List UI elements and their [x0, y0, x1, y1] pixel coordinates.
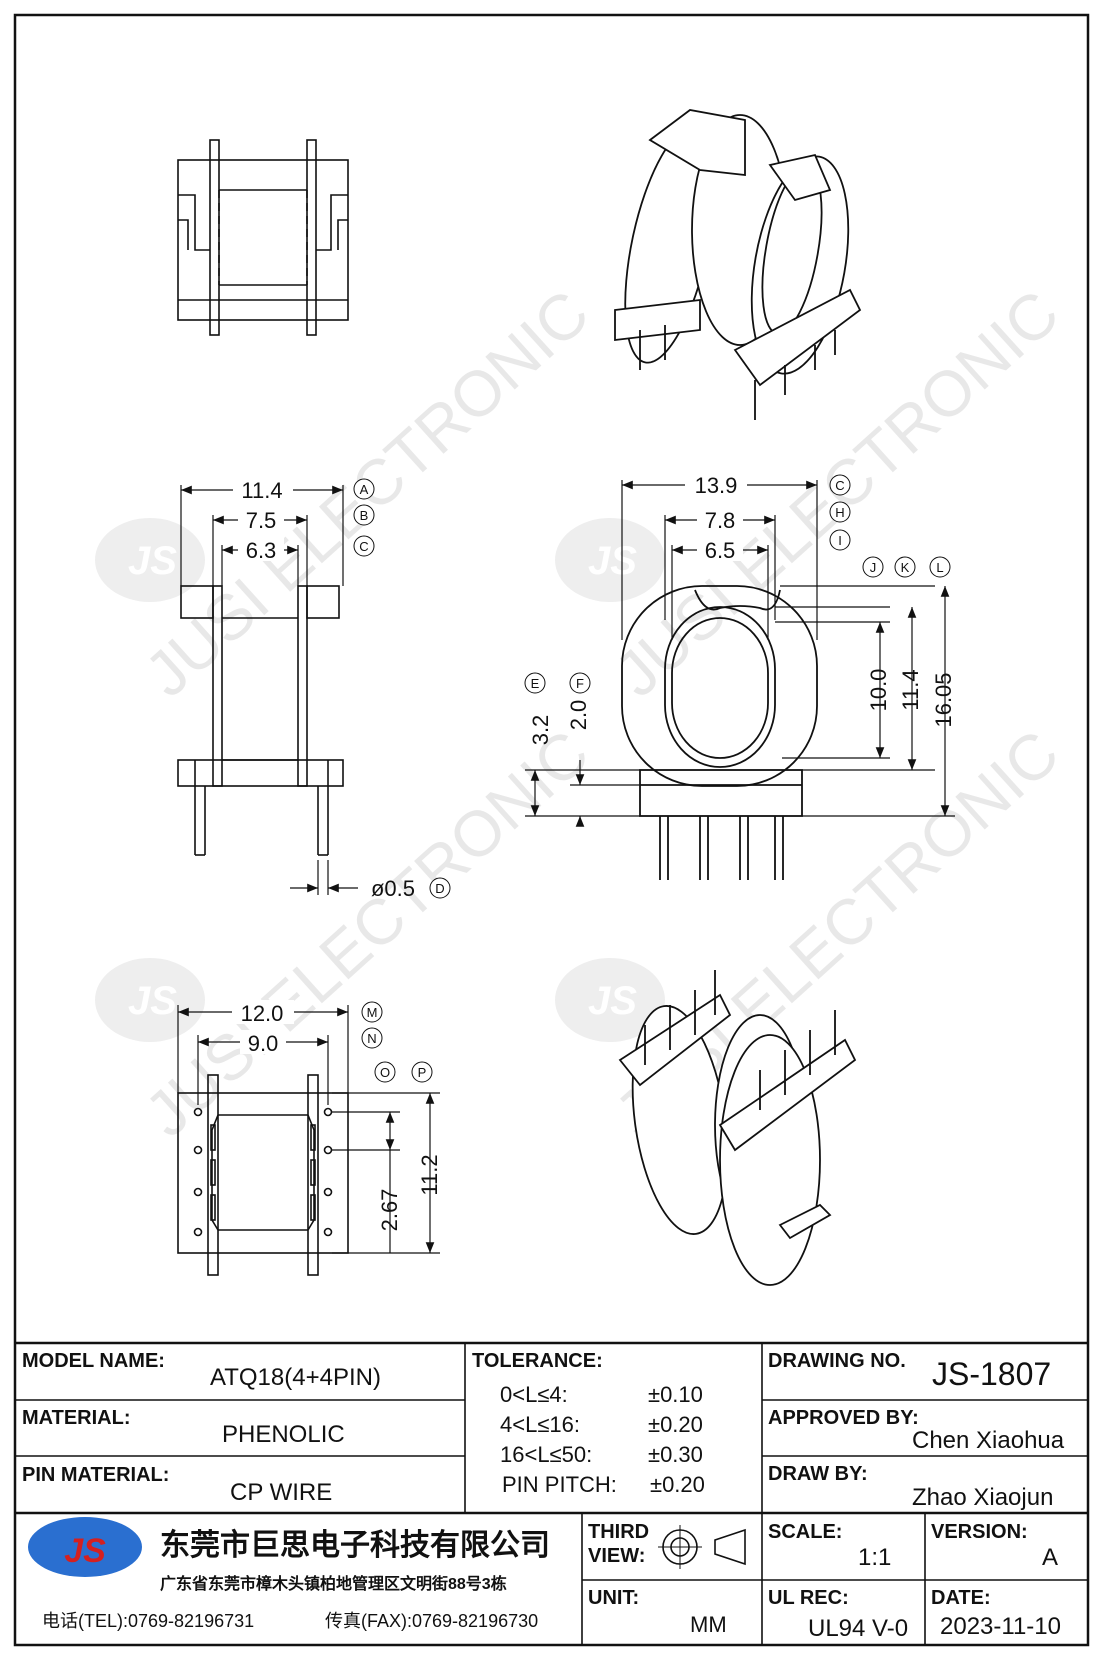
top-view-small: [177, 139, 349, 336]
ref-marker: K: [901, 560, 910, 575]
watermark-logo: JS: [128, 979, 177, 1023]
dim-label: 11.2: [417, 1154, 442, 1195]
drawing-no-label: DRAWING NO.: [768, 1350, 906, 1372]
ref-marker: N: [367, 1031, 376, 1046]
company-logo-text: JS: [64, 1532, 106, 1570]
pin-material-label: PIN MATERIAL:: [22, 1464, 169, 1486]
version-value: A: [1042, 1544, 1058, 1571]
tolerance-value: ±0.30: [648, 1442, 703, 1467]
dim-label: 7.5: [246, 508, 277, 533]
scale-label: SCALE:: [768, 1521, 842, 1543]
ref-marker: C: [835, 478, 844, 493]
tolerance-value: ±0.20: [648, 1412, 703, 1437]
date-label: DATE:: [931, 1587, 991, 1609]
pin-material-value: CP WIRE: [230, 1479, 332, 1506]
watermark-logo: JS: [128, 539, 177, 583]
model-name-label: MODEL NAME:: [22, 1350, 165, 1372]
tolerance-range: 0<L≤4:: [500, 1382, 568, 1407]
drawing-no-value: JS-1807: [932, 1356, 1051, 1392]
ref-marker: E: [531, 676, 540, 691]
ref-marker: D: [435, 881, 444, 896]
material-value: PHENOLIC: [222, 1421, 345, 1448]
ref-marker: M: [367, 1005, 378, 1020]
third-angle-projection-icon: [658, 1525, 746, 1569]
ref-marker: F: [576, 676, 584, 691]
dim-label: 6.3: [246, 538, 277, 563]
ref-marker: A: [360, 482, 369, 497]
ref-marker: B: [360, 508, 369, 523]
model-name-value: ATQ18(4+4PIN): [210, 1364, 381, 1391]
approved-by-label: APPROVED BY:: [768, 1407, 919, 1429]
ref-marker: J: [870, 560, 877, 575]
tolerance-value: ±0.10: [648, 1382, 703, 1407]
approved-by-value: Chen Xiaohua: [912, 1427, 1065, 1454]
tolerance-label: TOLERANCE:: [472, 1350, 603, 1372]
side-view: 11.4 7.5 6.3 ø0.5 A B C D: [177, 477, 451, 901]
ref-marker: C: [359, 539, 368, 554]
ref-marker: O: [380, 1065, 390, 1080]
dim-label: 13.9: [695, 473, 738, 498]
dim-label: 9.0: [248, 1031, 279, 1056]
watermark-logo: JS: [588, 539, 637, 583]
material-label: MATERIAL:: [22, 1407, 131, 1429]
title-block: MODEL NAME: ATQ18(4+4PIN) MATERIAL: PHEN…: [15, 1341, 1088, 1645]
isometric-view-bottom: [618, 970, 857, 1286]
unit-label: UNIT:: [588, 1587, 639, 1609]
ref-marker: I: [838, 533, 842, 548]
watermark-logo: JS: [588, 979, 637, 1023]
tolerance-range: 4<L≤16:: [500, 1412, 580, 1437]
dim-label: 6.5: [705, 538, 736, 563]
dim-label: ø0.5: [371, 876, 415, 901]
dim-label: 2.0: [566, 700, 591, 731]
ul-rec-label: UL REC:: [768, 1587, 849, 1609]
watermark-text: JUSI ELECTRONIC: [131, 716, 602, 1150]
ref-marker: P: [418, 1065, 427, 1080]
tolerance-range: PIN PITCH:: [502, 1472, 617, 1497]
date-value: 2023-11-10: [940, 1613, 1061, 1640]
dim-label: 16.05: [931, 672, 956, 727]
dim-label: 7.8: [705, 508, 736, 533]
company-fax: 传真(FAX):0769-82196730: [325, 1611, 538, 1631]
ref-marker: H: [835, 505, 844, 520]
dim-label: 10.0: [866, 669, 891, 712]
company-logo: JS: [28, 1517, 142, 1577]
dim-label: 11.4: [898, 669, 923, 710]
company-tel: 电话(TEL):0769-82196731: [42, 1611, 254, 1631]
company-name: 东莞市巨思电子科技有限公司: [160, 1528, 550, 1562]
dim-label: 12.0: [241, 1001, 284, 1026]
scale-value: 1:1: [858, 1544, 891, 1571]
company-address: 广东省东莞市樟木头镇柏地管理区文明街88号3栋: [160, 1574, 507, 1593]
tolerance-range: 16<L≤50:: [500, 1442, 592, 1467]
dim-label: 2.67: [377, 1189, 402, 1232]
third-view-label: THIRD: [588, 1521, 649, 1543]
draw-by-label: DRAW BY:: [768, 1463, 868, 1485]
dim-label: 3.2: [528, 715, 553, 746]
sheet-border: [13, 13, 1090, 1647]
isometric-view-top: [614, 109, 862, 420]
front-view: 13.9 7.8 6.5 10.0 11.4 16.05 3.2 2.0 C H…: [524, 472, 956, 880]
version-label: VERSION:: [931, 1521, 1028, 1543]
draw-by-value: Zhao Xiaojun: [912, 1484, 1053, 1511]
dim-label: 11.4: [241, 478, 282, 503]
tolerance-value: ±0.20: [650, 1472, 705, 1497]
ref-marker: L: [936, 560, 943, 575]
third-view-label: VIEW:: [588, 1545, 645, 1567]
ul-rec-value: UL94 V-0: [808, 1615, 908, 1642]
unit-value: MM: [690, 1612, 727, 1637]
bottom-view: 12.0 9.0 2.67 11.2 M N O P: [177, 1000, 442, 1276]
